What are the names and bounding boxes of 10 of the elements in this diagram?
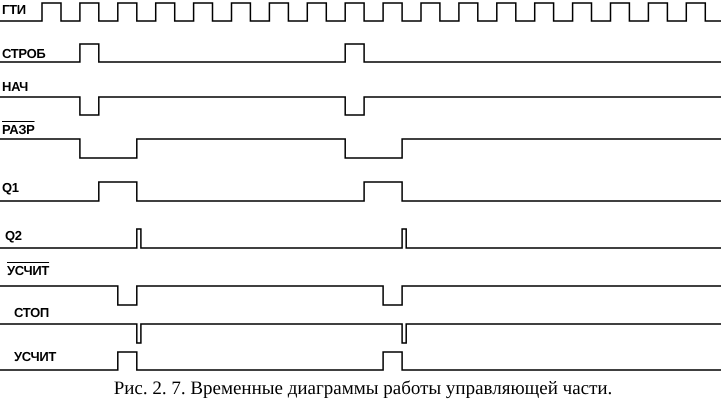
figure-caption: Рис. 2. 7. Временные диаграммы работы управляющей части. — [112, 378, 614, 400]
signal-name: УСЧИТ — [14, 350, 56, 364]
signal-name: СТРОБ — [2, 47, 46, 61]
signal-name: Q1 — [2, 181, 19, 195]
signal-name: РАЗР — [2, 123, 35, 137]
signal-name: УСЧИТ — [7, 264, 50, 278]
signal-name: Q2 — [5, 229, 22, 243]
signal-name: ГТИ — [2, 3, 26, 17]
signal-name: НАЧ — [2, 80, 28, 94]
signal-name: СТОП — [14, 306, 49, 320]
